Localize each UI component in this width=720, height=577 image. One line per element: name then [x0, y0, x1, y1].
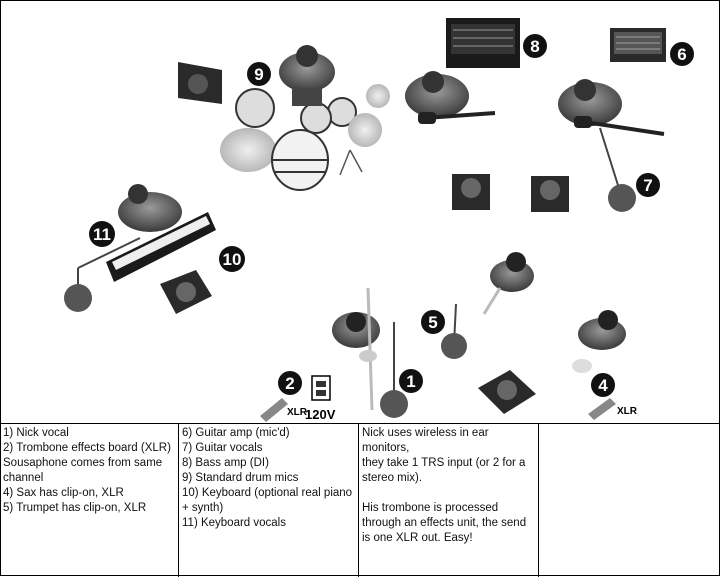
guitar-vocal-mic-stand	[599, 127, 636, 212]
note-line: 10) Keyboard (optional real piano	[182, 487, 353, 499]
svg-text:10: 10	[223, 250, 242, 269]
drummer-figure	[279, 45, 335, 106]
guitar-amp	[610, 28, 666, 62]
trumpet-player-figure	[482, 252, 534, 315]
svg-text:5: 5	[428, 313, 437, 332]
note-line: 4) Sax has clip-on, XLR	[3, 487, 124, 499]
voltage-label: 120V	[305, 407, 336, 422]
svg-text:8: 8	[530, 37, 539, 56]
svg-text:2: 2	[285, 374, 294, 393]
notes-table: 1) Nick vocal 2) Trombone effects board …	[0, 423, 720, 577]
svg-text:4: 4	[598, 376, 608, 395]
notes-column-1: 1) Nick vocal 2) Trombone effects board …	[0, 424, 178, 577]
bass-player-figure	[405, 71, 496, 124]
notes-column-4	[538, 424, 720, 577]
note-line: 7) Guitar vocals	[182, 442, 263, 454]
horn-monitor-wedge	[478, 370, 536, 414]
guitar-player-figure	[558, 79, 665, 136]
monitor-wedge-guitar	[531, 176, 569, 212]
drum-monitor-wedge	[178, 62, 222, 104]
sax-player-figure	[572, 310, 626, 373]
svg-text:6: 6	[677, 45, 686, 64]
svg-text:7: 7	[643, 176, 652, 195]
keyboard-instrument	[106, 212, 216, 282]
drum-kit	[220, 84, 390, 191]
power-outlet-icon	[311, 375, 331, 401]
badge-7: 7	[636, 173, 660, 197]
trumpet-mic-stand	[441, 303, 467, 359]
monitor-wedge-bass	[452, 174, 490, 210]
svg-text:11: 11	[93, 225, 111, 244]
badge-6: 6	[670, 42, 694, 66]
xlr-connector-left	[260, 398, 288, 422]
bass-amp	[446, 18, 520, 68]
notes-column-3: Nick uses wireless in ear monitors, they…	[358, 424, 538, 577]
note-spacer	[362, 486, 535, 501]
badge-10: 10	[219, 246, 245, 272]
note-line: is one XLR out. Easy!	[362, 532, 473, 544]
note-line: they take 1 TRS input (or 2 for a	[362, 457, 526, 469]
stage-plot-diagram: 8 6 9 7 11 10 5 2 1 4 XLR 120V XLR	[64, 18, 694, 422]
badge-1: 1	[399, 369, 423, 393]
note-line: His trombone is processed	[362, 502, 499, 514]
svg-text:1: 1	[406, 372, 415, 391]
badge-8: 8	[523, 34, 547, 58]
keyboard-monitor-wedge	[160, 270, 212, 314]
keyboard-mic-stand	[64, 237, 141, 312]
trombone-player-figure	[332, 287, 380, 411]
note-line: 11) Keyboard vocals	[182, 517, 286, 529]
note-line: stereo mix).	[362, 472, 423, 484]
notes-column-2: 6) Guitar amp (mic'd) 7) Guitar vocals 8…	[178, 424, 358, 577]
xlr-connector-right	[588, 398, 616, 420]
badge-4: 4	[591, 373, 615, 397]
badge-2: 2	[278, 371, 302, 395]
note-line: 1) Nick vocal	[3, 427, 69, 439]
svg-text:9: 9	[254, 65, 263, 84]
note-line: 2) Trombone effects board (XLR)	[3, 442, 171, 454]
badge-11: 11	[89, 221, 115, 247]
note-line: Nick uses wireless in ear monitors,	[362, 427, 489, 454]
nick-vocal-mic-stand	[380, 322, 408, 418]
note-line: 8) Bass amp (DI)	[182, 457, 269, 469]
note-line: Sousaphone comes from same	[3, 457, 163, 469]
note-line: 9) Standard drum mics	[182, 472, 299, 484]
note-line: channel	[3, 472, 44, 484]
note-line: 5) Trumpet has clip-on, XLR	[3, 502, 147, 514]
badge-9: 9	[247, 62, 271, 86]
note-line: 6) Guitar amp (mic'd)	[182, 427, 290, 439]
badge-5: 5	[421, 310, 445, 334]
xlr-label-left: XLR	[287, 407, 308, 418]
xlr-label-right: XLR	[617, 406, 638, 417]
note-line: + synth)	[182, 502, 224, 514]
note-line: through an effects unit, the send	[362, 517, 527, 529]
keyboard-player-figure	[118, 184, 182, 232]
